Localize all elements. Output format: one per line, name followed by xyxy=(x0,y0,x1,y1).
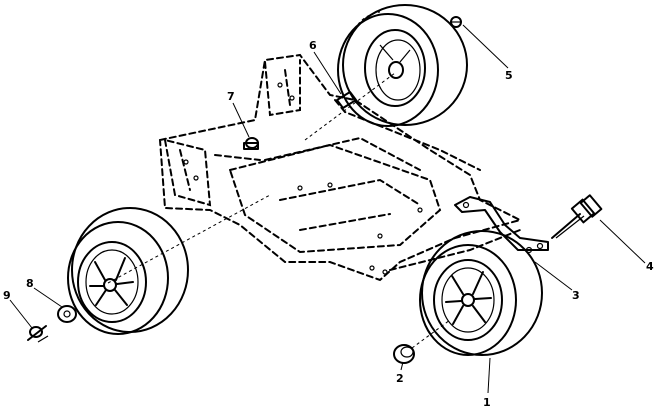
hub-cap-top xyxy=(450,16,462,28)
left-wheel xyxy=(67,207,189,335)
callout-3: 3 xyxy=(572,289,580,302)
leader-lines xyxy=(9,24,646,394)
chassis-frame xyxy=(158,53,523,282)
bushing xyxy=(243,137,259,150)
front-wheel xyxy=(419,230,543,356)
callout-labels: 1 2 3 4 5 6 7 8 9 xyxy=(3,39,654,409)
clip xyxy=(27,325,49,343)
axle-centerlines xyxy=(107,72,396,284)
callout-6: 6 xyxy=(309,39,317,52)
callout-7: 7 xyxy=(227,90,235,103)
hub-cap xyxy=(393,319,451,364)
callout-5: 5 xyxy=(505,69,513,82)
callout-4: 4 xyxy=(646,260,654,273)
callout-1: 1 xyxy=(483,396,491,409)
top-wheel xyxy=(337,4,468,127)
adjustment-knob xyxy=(551,194,603,239)
callout-9: 9 xyxy=(3,289,11,302)
washer xyxy=(57,305,77,323)
callout-2: 2 xyxy=(396,372,404,385)
callout-8: 8 xyxy=(26,277,34,290)
spacer-tube xyxy=(336,91,357,109)
